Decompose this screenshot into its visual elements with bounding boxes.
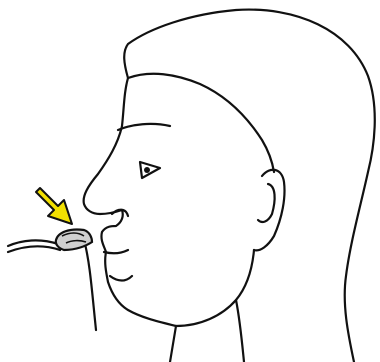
eye [140, 162, 160, 178]
tubing-left [8, 240, 58, 246]
lip-line [104, 250, 128, 253]
ear-inner [258, 184, 275, 222]
arrow-pointing-down-right-icon [36, 188, 72, 224]
neck-line [236, 300, 244, 362]
tubing-left-2 [8, 246, 60, 252]
line-art [8, 10, 375, 362]
jaw-line [176, 250, 254, 326]
head-profile-outline [84, 10, 375, 362]
ear-outline [254, 170, 285, 251]
tubing-right [84, 240, 96, 330]
chin-crease [110, 276, 132, 281]
nostril [112, 210, 128, 216]
eyebrow [118, 124, 170, 130]
